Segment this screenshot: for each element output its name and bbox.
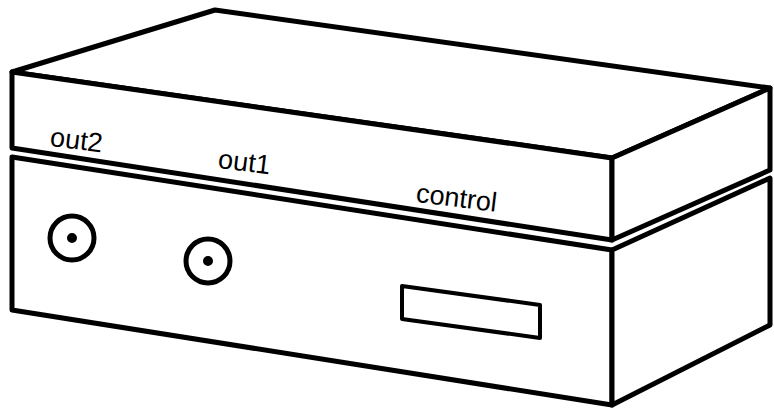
port-label: out1 [217,146,272,179]
body-side [612,178,770,405]
out2-pin [68,234,76,242]
body-front [12,157,612,405]
out1-jack [186,239,230,283]
port-label: out2 [49,124,104,157]
control-slot [402,286,540,338]
out1-pin [204,257,212,265]
out2-jack [50,216,94,260]
